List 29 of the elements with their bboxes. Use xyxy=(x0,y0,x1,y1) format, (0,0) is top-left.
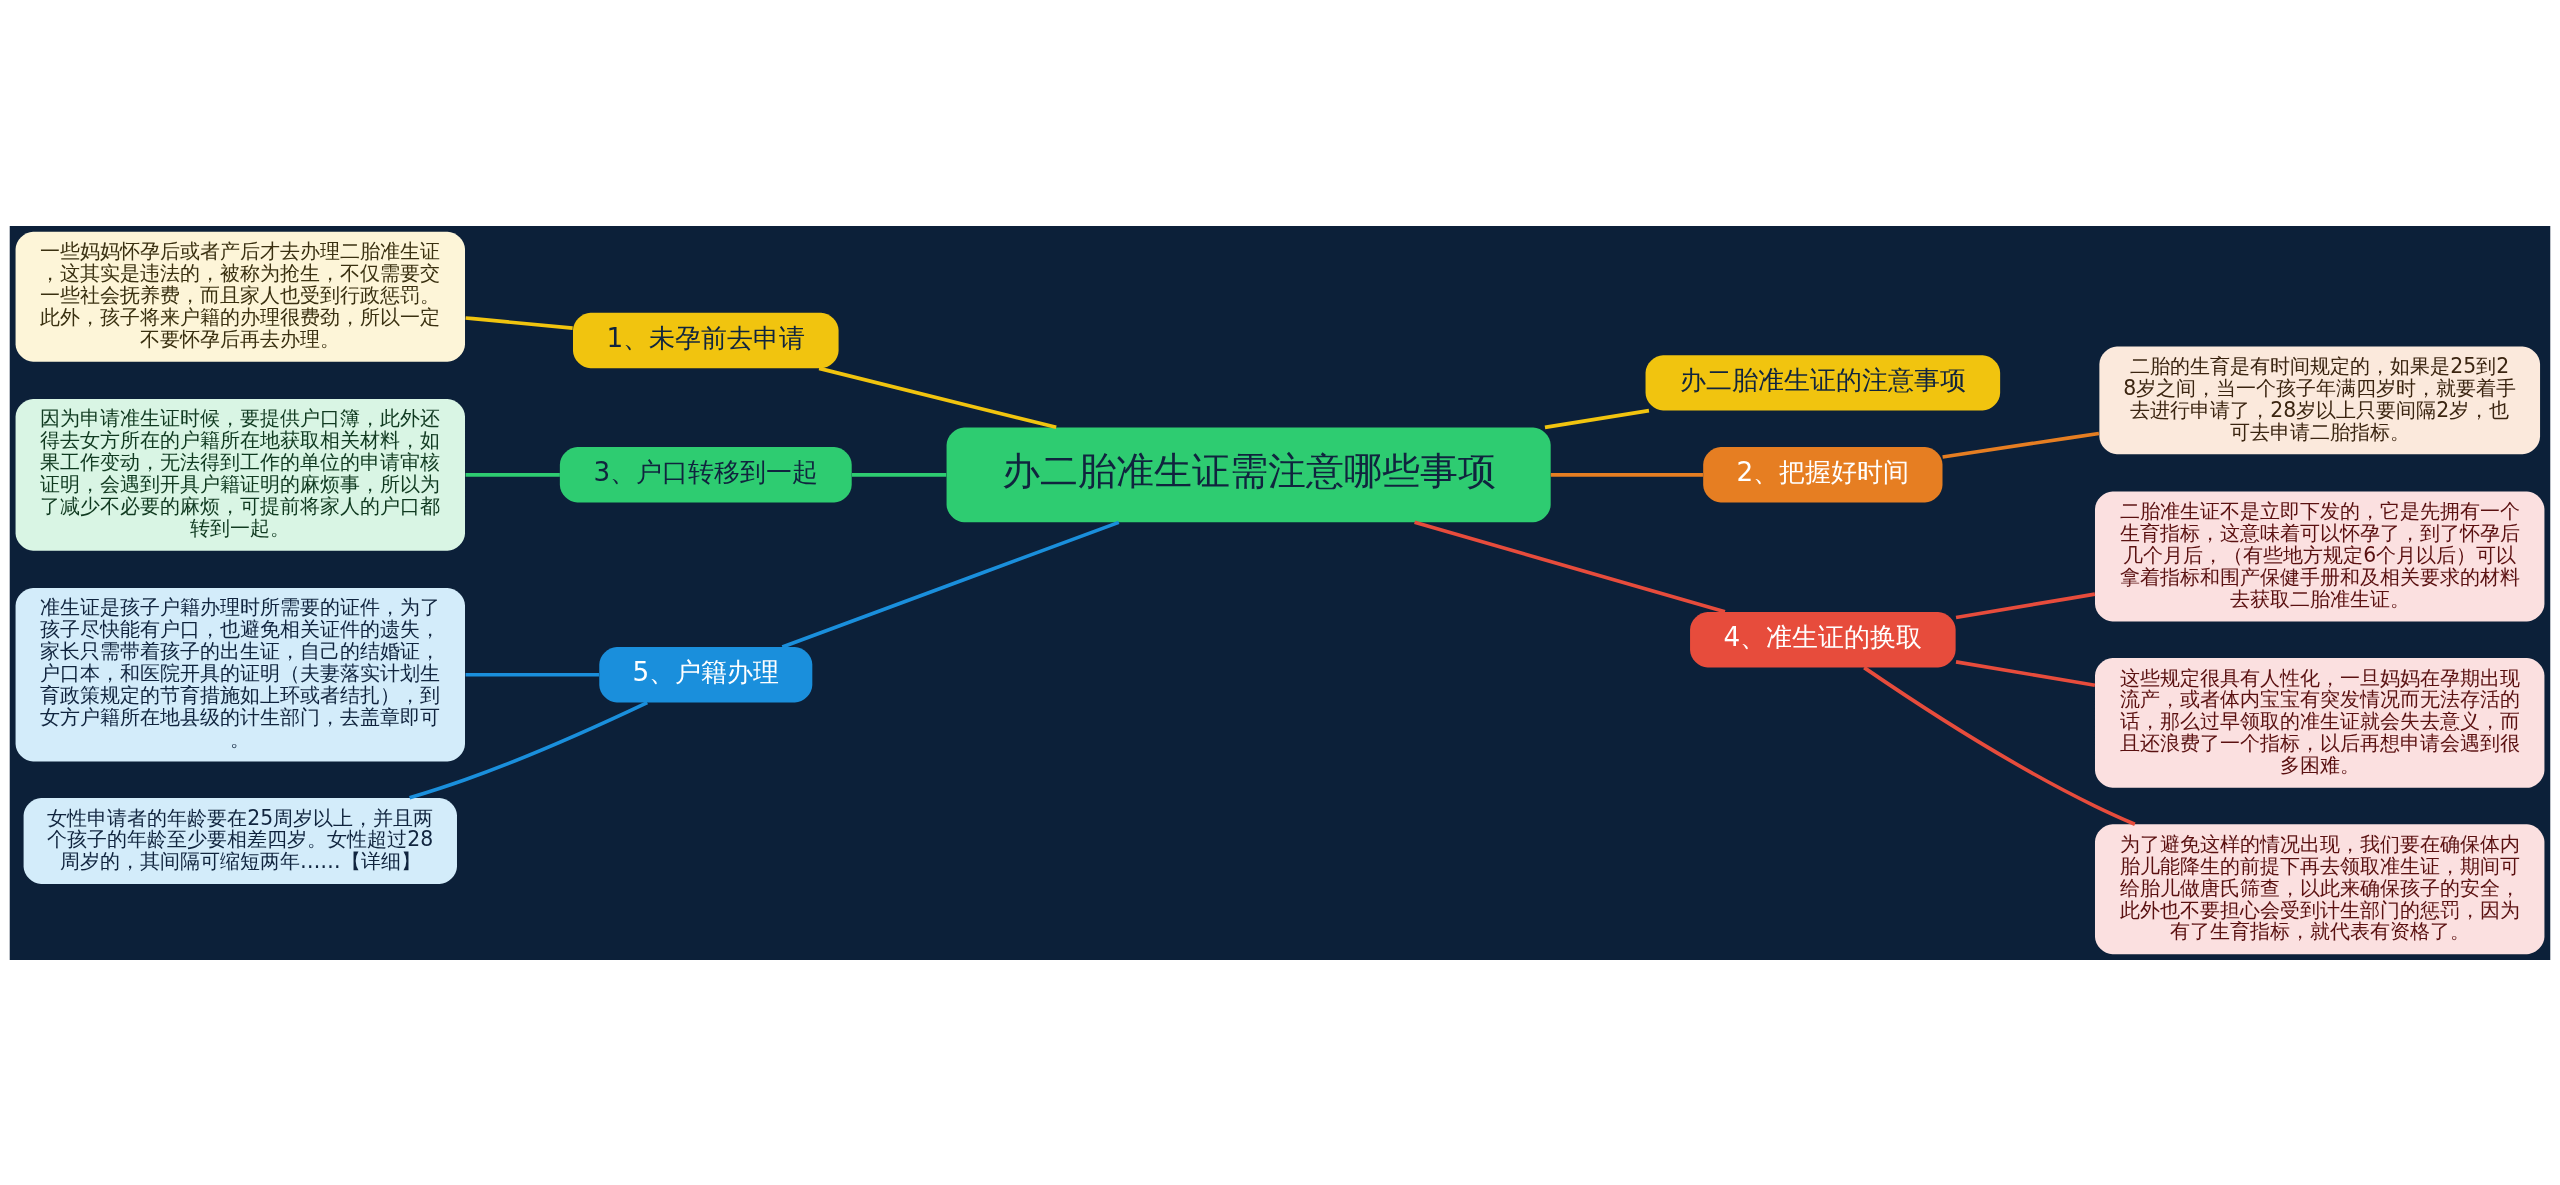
node-box: 准生证是孩子户籍办理时所需要的证件，为了孩子尽快能有户口，也避免相关证件的遗失，家长只需带着孩子的出生证，自己的结婚证，户口本，和医院开具的证明（夫妻落实计划生育政策规定的节育措施如上环或者结扎），到女方户籍所在地县级的计生部门，去盖章即可。 xyxy=(15,587,465,762)
connector xyxy=(1544,408,1650,429)
connector xyxy=(465,472,560,477)
connector xyxy=(409,700,648,800)
node-box: 二胎准生证不是立即下发的，它是先拥有一个生育指标，这意味着可以怀孕了，到了怀孕后几个月后，（有些地方规定6个月以后）可以拿着指标和围产保健手册和及相关要求的材料去获取二胎准生证。 xyxy=(2095,491,2545,621)
connector xyxy=(1550,472,1703,477)
connector xyxy=(1414,520,1726,614)
connector xyxy=(1942,431,2100,459)
connector xyxy=(465,315,573,330)
node-box: 4、准生证的换取 xyxy=(1690,611,1956,667)
node-box: 女性申请者的年龄要在25周岁以上，并且两个孩子的年龄至少要相差四岁。女性超过28周岁的，其间隔可缩短两年……【详细】 xyxy=(23,797,457,884)
node-box: 为了避免这样的情况出现，我们要在确保体内胎儿能降生的前提下再去领取准生证，期间可给胎儿做唐氏筛查，以此来确保孩子的安全，此外也不要担心会受到计生部门的惩罚，因为有了生育指标，就代表有资格了。 xyxy=(2095,823,2545,954)
node-box: 2、把握好时间 xyxy=(1703,446,1943,503)
node-box: 二胎的生育是有时间规定的，如果是25到28岁之间，当一个孩子年满四岁时，就要着手去进行申请了，28岁以上只要间隔2岁，也可去申请二胎指标。 xyxy=(2099,345,2541,454)
node-box: 1、未孕前去申请 xyxy=(573,312,839,368)
connector xyxy=(818,366,1057,429)
node-box: 这些规定很具有人性化，一旦妈妈在孕期出现流产，或者体内宝宝有突发情况而无法存活的话，那么过早领取的准生证就会失去意义，而且还浪费了一个指标，以后再想申请会遇到很多困难。 xyxy=(2095,657,2545,788)
connector xyxy=(465,672,599,677)
connector xyxy=(1955,659,2096,687)
connector xyxy=(781,520,1120,649)
node-box: 5、户籍办理 xyxy=(599,646,813,702)
node-box: 办二胎准生证的注意事项 xyxy=(1645,354,2001,411)
node-box: 办二胎准生证需注意哪些事项 xyxy=(946,426,1551,522)
node-box: 一些妈妈怀孕后或者产后才去办理二胎准生证，这其实是违法的，被称为抢生，不仅需要交一些社会抚养费，而且家人也受到行政惩罚。此外，孩子将来户籍的办理很费劲，所以一定不要怀孕后再去办理。 xyxy=(15,231,465,362)
connector xyxy=(1955,591,2096,619)
connector xyxy=(851,472,947,477)
node-box: 因为申请准生证时候，要提供户口簿，此外还得去女方所在的户籍所在地获取相关材料，如果工作变动，无法得到工作的单位的申请审核证明，会遇到开具户籍证明的麻烦事，所以为了减少不必要的麻烦，可提前将家人的户口都转到一起。 xyxy=(15,398,465,551)
node-box: 3、户口转移到一起 xyxy=(559,446,852,503)
connector xyxy=(1863,665,2136,826)
